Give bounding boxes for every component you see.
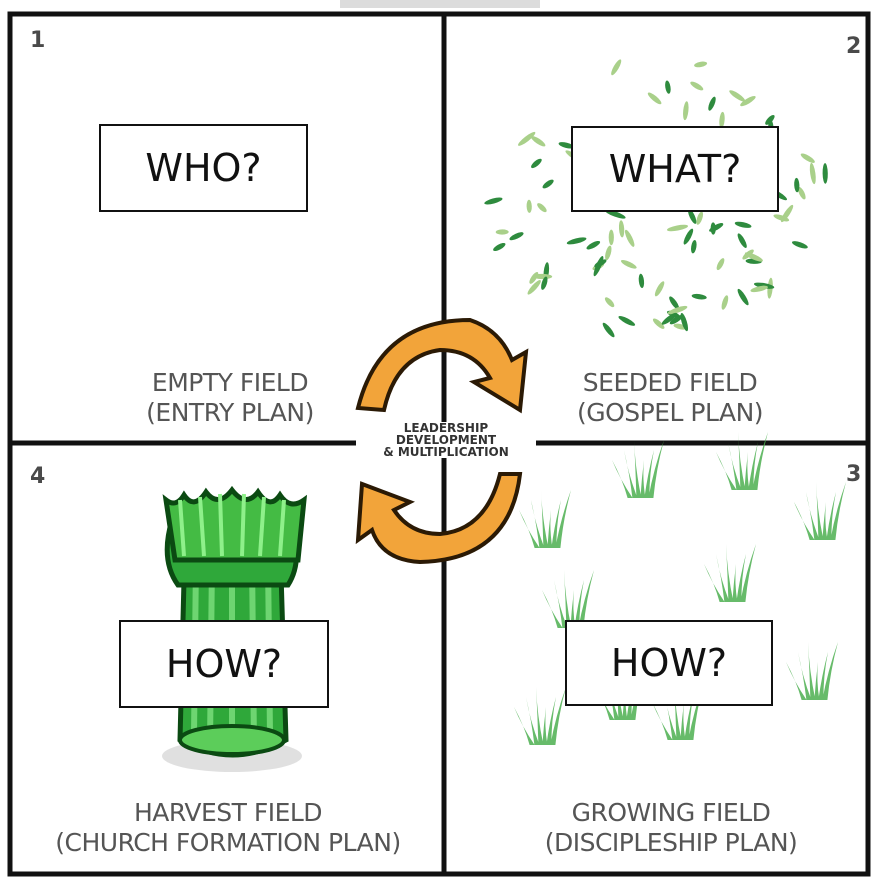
quadrant-3-number: 3 xyxy=(846,462,862,487)
seed-mark xyxy=(611,59,622,76)
seed-mark xyxy=(716,258,725,271)
seed-mark xyxy=(666,224,689,232)
seed-mark xyxy=(647,92,662,105)
harvest-field-label: HARVEST FIELD (CHURCH FORMATION PLAN) xyxy=(16,798,440,858)
seeded-field-title: SEEDED FIELD xyxy=(582,368,758,397)
question-box-how-harvest: HOW? xyxy=(119,620,329,708)
seed-mark xyxy=(669,296,680,310)
center-label-line2: DEVELOPMENT xyxy=(395,433,497,447)
seed-mark xyxy=(690,81,704,91)
seed-mark xyxy=(518,131,536,146)
question-box-how-growing: HOW? xyxy=(565,620,773,706)
seed-mark xyxy=(683,101,689,121)
seed-mark xyxy=(667,305,688,315)
seed-mark xyxy=(794,177,800,193)
growing-field-title: GROWING FIELD xyxy=(571,798,771,827)
harvest-field-subtitle: (CHURCH FORMATION PLAN) xyxy=(55,828,401,857)
question-box-what: WHAT? xyxy=(571,126,779,212)
grass-tuft xyxy=(786,642,838,700)
grass-tuft xyxy=(704,544,756,602)
seed-mark xyxy=(531,158,542,169)
seed-mark xyxy=(638,273,645,289)
seed-mark xyxy=(809,162,816,185)
seed-mark xyxy=(691,239,697,254)
seed-mark xyxy=(721,295,729,310)
seed-mark xyxy=(694,61,708,68)
seed-mark xyxy=(719,111,725,129)
seed-mark xyxy=(526,199,532,213)
quadrant-4-number: 4 xyxy=(30,464,46,489)
seed-mark xyxy=(558,142,574,149)
seed-mark xyxy=(618,220,625,238)
seed-mark xyxy=(495,229,509,235)
seed-mark xyxy=(696,211,704,225)
seed-mark xyxy=(652,318,665,329)
seed-mark xyxy=(661,312,677,325)
seed-mark xyxy=(542,179,554,189)
grass-tuft xyxy=(514,687,566,745)
seed-mark xyxy=(798,186,806,200)
center-label-line3: & MULTIPLICATION xyxy=(383,445,509,459)
seed-mark xyxy=(620,259,637,269)
empty-field-title: EMPTY FIELD xyxy=(151,368,309,397)
seed-mark xyxy=(529,271,539,284)
seed-mark xyxy=(531,135,546,147)
seed-mark xyxy=(710,222,716,235)
empty-field-subtitle: (ENTRY PLAN) xyxy=(146,398,314,427)
harvest-field-title: HARVEST FIELD xyxy=(133,798,323,827)
seed-mark xyxy=(586,240,601,250)
seed-mark xyxy=(734,221,752,228)
grass-tuft xyxy=(794,482,846,540)
seed-mark xyxy=(822,163,828,184)
seed-mark xyxy=(688,208,697,224)
seed-mark xyxy=(683,228,694,245)
grass-tuft xyxy=(716,432,768,490)
seed-mark xyxy=(773,214,790,222)
seed-mark xyxy=(608,229,614,246)
growing-field-label: GROWING FIELD (DISCIPLESHIP PLAN) xyxy=(506,798,836,858)
top-shadow xyxy=(340,0,540,8)
seed-mark xyxy=(624,229,635,247)
center-label: LEADERSHIP DEVELOPMENT & MULTIPLICATION xyxy=(356,422,536,458)
quadrant-1-number: 1 xyxy=(30,28,46,53)
seed-mark xyxy=(654,281,665,297)
quadrant-2-number: 2 xyxy=(846,34,862,59)
seed-mark xyxy=(669,315,683,325)
seed-mark xyxy=(493,242,506,252)
seed-mark xyxy=(602,322,615,338)
seed-mark xyxy=(509,232,524,241)
seed-mark xyxy=(740,96,756,107)
seed-mark xyxy=(605,245,612,261)
question-box-who: WHO? xyxy=(99,124,308,212)
seed-mark xyxy=(541,276,548,290)
grass-tuft xyxy=(612,440,664,498)
cycle-arrow-icon xyxy=(355,317,529,565)
seed-mark xyxy=(750,285,768,293)
seed-mark xyxy=(800,153,815,163)
seed-mark xyxy=(604,297,615,308)
center-label-line1: LEADERSHIP xyxy=(403,421,489,435)
seed-mark xyxy=(792,241,808,249)
seed-mark xyxy=(537,203,547,213)
seed-mark xyxy=(708,96,716,111)
seed-mark xyxy=(618,315,636,326)
seeded-field-subtitle: (GOSPEL PLAN) xyxy=(576,398,764,427)
seed-mark xyxy=(737,233,747,248)
seed-mark xyxy=(729,90,746,102)
seed-mark xyxy=(744,252,763,262)
seed-mark xyxy=(593,256,604,277)
seed-mark xyxy=(737,288,749,306)
seed-mark xyxy=(665,80,671,94)
empty-field-label: EMPTY FIELD (ENTRY PLAN) xyxy=(110,368,350,428)
seed-mark xyxy=(566,237,587,245)
seed-mark xyxy=(680,312,689,332)
grass-tuft xyxy=(519,490,571,548)
seed-mark xyxy=(527,280,541,295)
growing-field-subtitle: (DISCIPLESHIP PLAN) xyxy=(544,828,798,857)
seeded-field-label: SEEDED FIELD (GOSPEL PLAN) xyxy=(540,368,800,428)
grass-tuft xyxy=(542,570,594,628)
seed-mark xyxy=(691,293,707,300)
seed-mark xyxy=(484,197,503,205)
